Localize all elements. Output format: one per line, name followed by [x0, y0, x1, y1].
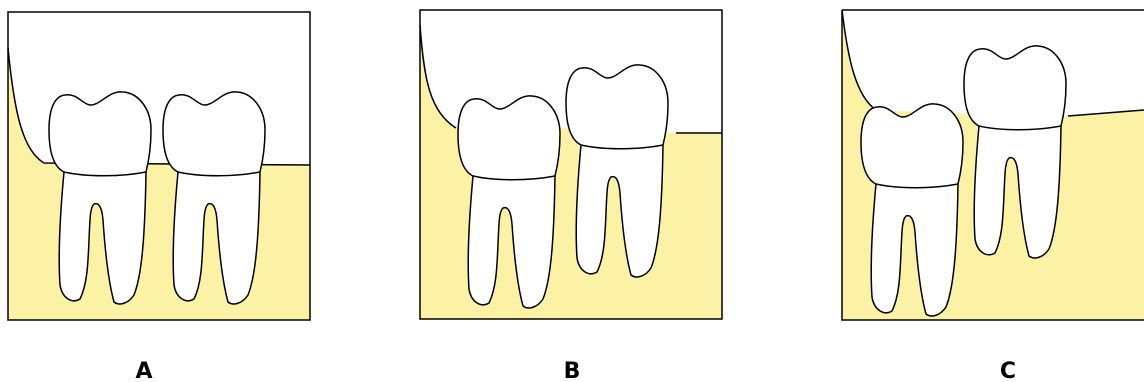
panel-label: B: [564, 359, 581, 382]
panel-a: A: [8, 12, 310, 382]
panel-b: B: [420, 10, 722, 382]
panel-label: A: [135, 359, 152, 382]
panel-label: C: [1000, 359, 1016, 382]
panel-c: C: [842, 10, 1144, 382]
